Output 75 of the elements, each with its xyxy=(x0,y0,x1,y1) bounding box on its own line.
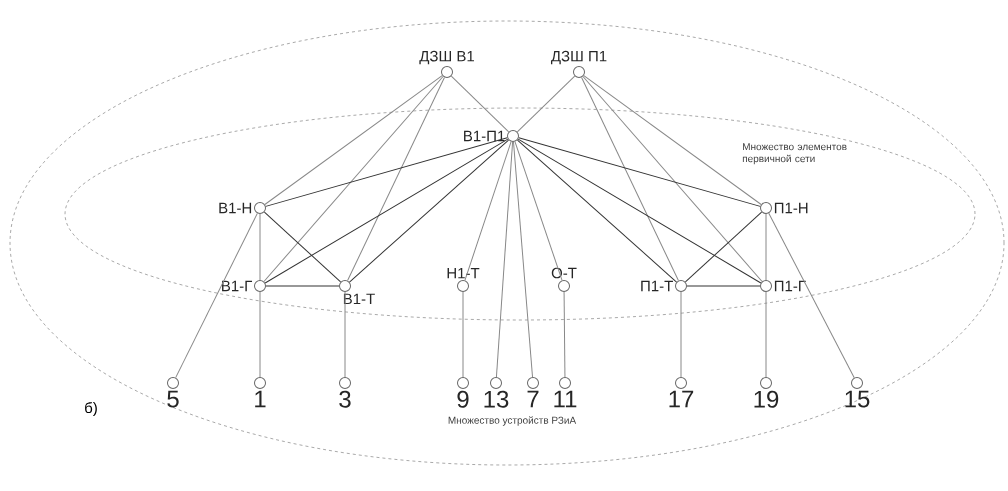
connector-line xyxy=(686,285,761,287)
labeled-node: В1-Т xyxy=(339,280,375,305)
connector-line xyxy=(264,138,509,284)
labeled-node: ДЗШ В1 xyxy=(419,50,474,78)
connector-line xyxy=(684,211,763,283)
node-label: 5 xyxy=(167,390,179,408)
node-label: П1-Т xyxy=(641,280,673,292)
node-label: П1-Н xyxy=(774,202,808,214)
node-label: 9 xyxy=(457,390,469,408)
labeled-node: П1-Г xyxy=(760,280,806,292)
labeled-node: 15 xyxy=(845,377,870,408)
connector-line xyxy=(513,141,534,378)
connector-line xyxy=(680,291,682,378)
connector-line xyxy=(344,291,346,378)
labeled-node: 11 xyxy=(554,377,577,408)
connector-line xyxy=(265,137,508,207)
connector-line xyxy=(462,291,464,378)
connector-line xyxy=(263,76,444,282)
node-label: В1-Т xyxy=(343,293,375,305)
node-label: 13 xyxy=(484,390,509,408)
connector-line xyxy=(175,212,258,379)
connector-line xyxy=(765,291,767,378)
connector-line xyxy=(259,213,261,281)
node-label: 11 xyxy=(554,390,577,408)
labeled-node: Н1-Т xyxy=(447,268,480,292)
node-label: Н1-Т xyxy=(447,267,480,279)
connector-line xyxy=(518,137,761,207)
node-label: 19 xyxy=(754,390,779,408)
node-label: ДЗШ П1 xyxy=(550,50,607,65)
connector-line xyxy=(514,141,563,281)
node-label: В1-П1 xyxy=(464,130,505,142)
labeled-node: 7 xyxy=(527,377,539,408)
connector-line xyxy=(582,76,763,282)
labeled-node: О-Т xyxy=(551,267,577,292)
connector-line xyxy=(450,75,510,133)
node-label: В1-Г xyxy=(222,280,253,292)
connector-line xyxy=(517,138,762,284)
connector-line xyxy=(259,291,261,378)
connector-line xyxy=(464,141,512,281)
connector-line xyxy=(765,213,767,281)
node-label: 1 xyxy=(255,390,266,408)
connector-line xyxy=(517,139,678,283)
node-label: О-Т xyxy=(551,267,577,279)
labeled-node: В1-П1 xyxy=(464,130,519,142)
node-label: П1-Г xyxy=(774,280,806,292)
connector-line xyxy=(347,76,445,282)
node-label: ДЗШ В1 xyxy=(419,50,474,65)
labeled-node: 17 xyxy=(669,377,694,408)
panel-label: б) xyxy=(85,401,97,417)
labeled-node: П1-Т xyxy=(641,280,687,292)
labeled-node: 9 xyxy=(457,377,469,408)
labeled-node: 1 xyxy=(254,377,266,408)
connector-line xyxy=(563,291,566,378)
connector-line xyxy=(265,285,340,287)
connector-line xyxy=(768,212,855,379)
connector-line xyxy=(264,75,443,205)
labeled-node: В1-Н xyxy=(219,202,266,214)
node-label: 7 xyxy=(527,390,539,408)
connector-line xyxy=(495,141,514,378)
node-label: 15 xyxy=(845,390,870,408)
connector-line xyxy=(349,139,510,283)
labeled-node: 19 xyxy=(754,377,779,408)
labeled-node: В1-Г xyxy=(222,280,266,292)
labeled-node: 5 xyxy=(167,377,179,408)
connector-line xyxy=(263,211,342,283)
connector-line xyxy=(583,75,762,205)
node-label: В1-Н xyxy=(219,202,252,214)
labeled-node: П1-Н xyxy=(760,202,808,214)
connector-line xyxy=(581,76,679,282)
labeled-node: 3 xyxy=(339,377,351,408)
connector-line xyxy=(516,75,576,133)
labeled-node: ДЗШ П1 xyxy=(551,50,607,78)
node-label: 17 xyxy=(669,390,694,408)
labeled-node: 13 xyxy=(484,377,509,408)
node-label: 3 xyxy=(339,390,351,408)
